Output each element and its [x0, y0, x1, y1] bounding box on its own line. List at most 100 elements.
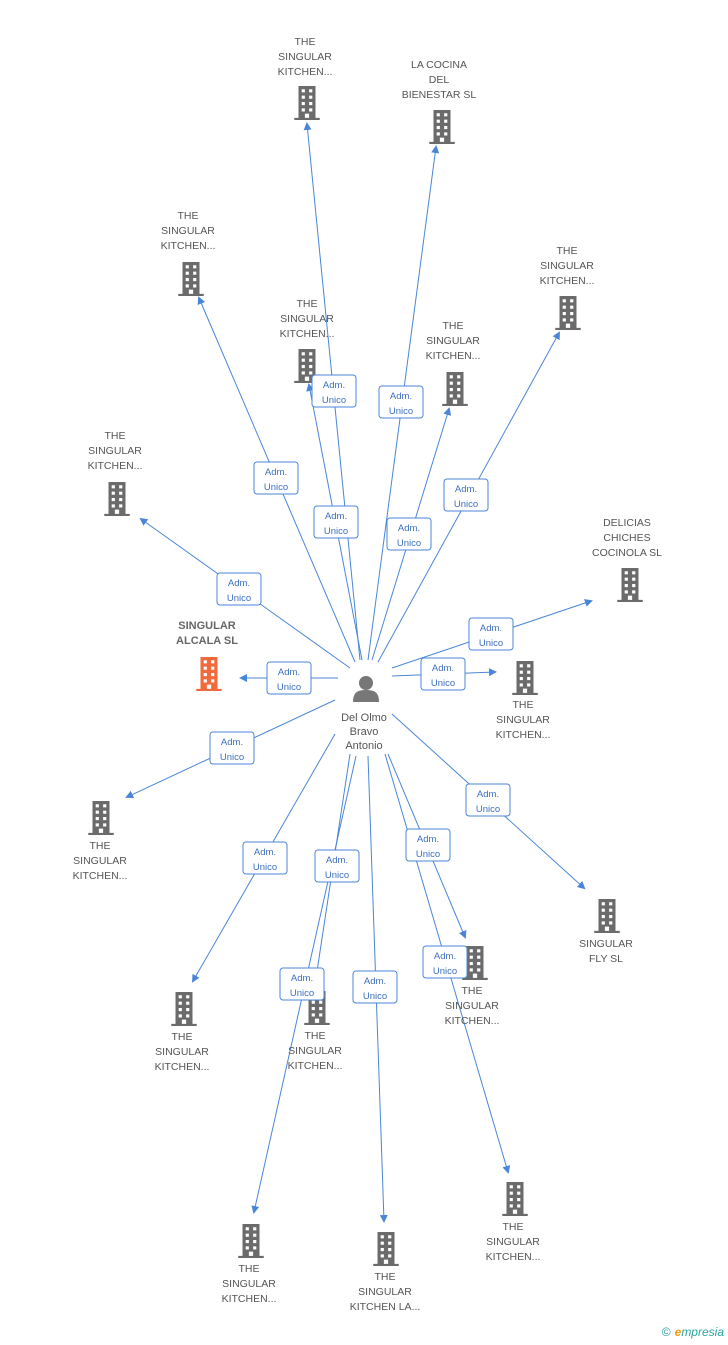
edge-label-c9[interactable]: Adm.Unico: [266, 661, 312, 695]
edge-label-line-2: Unico: [433, 966, 457, 977]
edge-label-c13[interactable]: Adm.Unico: [405, 828, 451, 862]
edge-label-c7[interactable]: Adm.Unico: [216, 572, 262, 606]
company-name-line-3: KITCHEN...: [288, 1060, 343, 1072]
edge-label-c10[interactable]: Adm.Unico: [420, 657, 466, 691]
edge-label-box: [378, 385, 424, 419]
company-name-line-1: THE: [295, 36, 316, 48]
company-name-line-2: SINGULAR: [155, 1046, 209, 1058]
edge-label-line-2: Unico: [290, 988, 314, 999]
edge-label-box: [266, 661, 312, 695]
edge-label-box: [279, 967, 325, 1001]
company-name-line-2: SINGULAR: [445, 1000, 499, 1012]
building-icon: [442, 372, 468, 406]
company-node-c5[interactable]: THESINGULARKITCHEN...: [280, 298, 335, 383]
company-name-line-3: KITCHEN...: [88, 460, 143, 472]
building-icon: [88, 801, 114, 835]
company-name-line-2: SINGULAR: [278, 51, 332, 63]
edge-label-line-2: Unico: [479, 638, 503, 649]
company-node-c10[interactable]: THESINGULARKITCHEN...: [496, 661, 551, 741]
company-name-line-2: SINGULAR: [358, 1286, 412, 1298]
company-name-line-1: THE: [178, 210, 199, 222]
company-node-c17[interactable]: THESINGULARKITCHEN...: [222, 1224, 277, 1305]
edge-label-line-1: Adm.: [434, 951, 456, 962]
company-name-line-1: THE: [90, 840, 111, 852]
edge-label-c18[interactable]: Adm.Unico: [352, 970, 398, 1004]
edge-label-box: [216, 572, 262, 606]
building-icon: [294, 86, 320, 120]
edge-label-c6[interactable]: Adm. Unico: [386, 517, 432, 551]
edge-label-c11[interactable]: Adm. Unico: [209, 731, 255, 765]
company-name-line-3: KITCHEN...: [486, 1251, 541, 1263]
edge-label-c15[interactable]: Adm. Unico: [314, 849, 360, 883]
building-icon: [373, 1232, 399, 1266]
company-node-c9[interactable]: SINGULAR ALCALA SL: [176, 620, 238, 691]
edge-label-c1[interactable]: Adm.Unico: [311, 374, 357, 408]
edge-label-box: [253, 461, 299, 495]
company-node-c15[interactable]: THESINGULARKITCHEN...: [288, 991, 343, 1072]
company-name-line-3: KITCHEN...: [155, 1061, 210, 1073]
edge-label-line-2: Unico: [363, 991, 387, 1002]
company-name-line-1: THE: [513, 699, 534, 711]
company-node-c7[interactable]: THESINGULARKITCHEN...: [88, 430, 143, 516]
edge-label-line-2: Unico: [325, 870, 349, 881]
edge-label-line-1: Adm.: [278, 667, 300, 678]
edge-label-c3[interactable]: Adm.Unico: [253, 461, 299, 495]
building-icon: [104, 482, 130, 516]
company-name-line-2: SINGULAR: [486, 1236, 540, 1248]
company-node-c11[interactable]: THESINGULARKITCHEN...: [73, 801, 128, 882]
company-name-line-2: CHICHES: [603, 532, 650, 544]
company-name-line-2: SINGULAR: [540, 260, 594, 272]
company-node-c13[interactable]: THESINGULARKITCHEN...: [445, 946, 500, 1027]
edge-label-c12[interactable]: Adm.Unico: [465, 783, 511, 817]
company-name-line-1: THE: [443, 320, 464, 332]
edge-label-line-1: Adm.: [480, 623, 502, 634]
company-name-line-2: SINGULAR: [88, 445, 142, 457]
edge-label-c4[interactable]: Adm.Unico: [443, 478, 489, 512]
edge-label-box: [420, 657, 466, 691]
edge-label-line-2: Unico: [397, 538, 421, 549]
edge-label-line-2: Unico: [476, 804, 500, 815]
company-name-line-3: KITCHEN...: [280, 328, 335, 340]
company-node-c14[interactable]: THE SINGULAR KITCHEN...: [155, 992, 210, 1073]
edge-label-box: [443, 478, 489, 512]
company-name-line-1: THE: [462, 985, 483, 997]
edge-label-line-2: Unico: [389, 406, 413, 417]
company-name-line-1: SINGULAR: [178, 620, 236, 632]
edge-label-c5[interactable]: Adm.Unico: [313, 505, 359, 539]
company-name-line-1: THE: [172, 1031, 193, 1043]
company-name-line-2: SINGULAR: [280, 313, 334, 325]
company-name-line-2: ALCALA SL: [176, 635, 238, 647]
edge-label-c16[interactable]: Adm. Unico: [422, 945, 468, 979]
brand-logo-text: mpresia: [681, 1325, 724, 1339]
edge-label-line-1: Adm.: [417, 834, 439, 845]
edge-label-c8[interactable]: Adm. Unico: [468, 617, 514, 651]
edge-label-box: [468, 617, 514, 651]
edge-label-line-1: Adm.: [390, 391, 412, 402]
company-name-line-1: THE: [305, 1030, 326, 1042]
edge-label-line-1: Adm.: [221, 737, 243, 748]
edge-label-line-2: Unico: [253, 862, 277, 873]
company-node-c6[interactable]: THESINGULARKITCHEN...: [426, 320, 481, 406]
company-node-c3[interactable]: THESINGULARKITCHEN...: [161, 210, 216, 296]
company-node-c4[interactable]: THESINGULARKITCHEN...: [540, 245, 595, 330]
edge-label-c17[interactable]: Adm. Unico: [279, 967, 325, 1001]
company-name-line-2: SINGULAR: [161, 225, 215, 237]
company-name-line-1: DELICIAS: [603, 517, 651, 529]
edge-label-line-1: Adm.: [291, 973, 313, 984]
edge-label-line-1: Adm.: [326, 855, 348, 866]
edge-label-line-2: Unico: [264, 482, 288, 493]
company-name-line-3: KITCHEN...: [73, 870, 128, 882]
person-node[interactable]: Del Olmo Bravo Antonio: [341, 676, 387, 752]
edge-label-c2[interactable]: Adm. Unico: [378, 385, 424, 419]
edge-label-c14[interactable]: Adm.Unico: [242, 841, 288, 875]
edge-label-line-1: Adm.: [398, 523, 420, 534]
edge-label-line-2: Unico: [220, 752, 244, 763]
company-node-c16[interactable]: THESINGULARKITCHEN...: [486, 1182, 541, 1263]
company-node-c1[interactable]: THESINGULARKITCHEN...: [278, 36, 333, 120]
building-icon: [555, 296, 581, 330]
building-icon: [594, 899, 620, 933]
